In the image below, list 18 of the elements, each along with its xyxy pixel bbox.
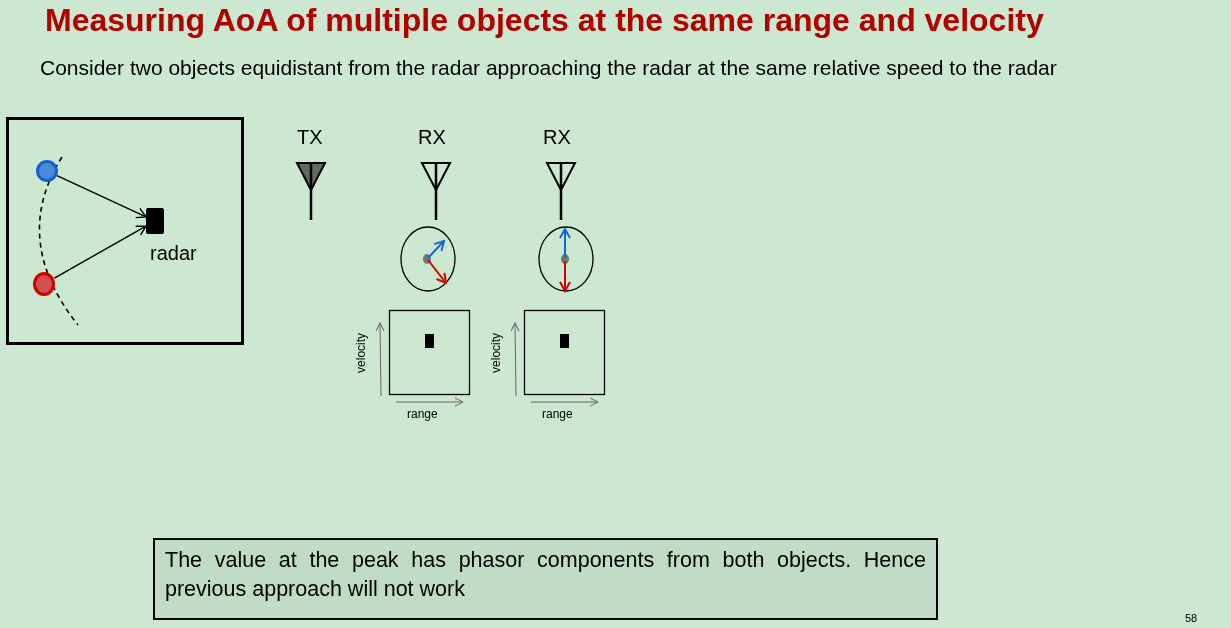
subtitle-text: Consider two objects equidistant from the radar approaching the radar at the same relative speed to the radar — [40, 56, 1057, 81]
axis-label: velocity — [490, 332, 504, 373]
axis-label: range — [542, 408, 573, 422]
arrow — [53, 225, 147, 279]
object-circle — [36, 160, 58, 182]
radar-square — [146, 208, 164, 234]
note-text: The value at the peak has phasor components from both objects. Hence previous approach will not work — [165, 547, 926, 603]
antenna-label: RX — [543, 126, 571, 149]
slide-title: Measuring AoA of multiple objects at the same range and velocity — [45, 2, 1044, 39]
axis-label: range — [407, 408, 438, 422]
object-circle — [33, 272, 55, 296]
antenna-label: TX — [297, 126, 323, 149]
antenna-label: RX — [418, 126, 446, 149]
arrow — [56, 174, 147, 219]
page-number: 58 — [1185, 612, 1198, 625]
radar-label: radar — [150, 242, 197, 265]
note-box — [153, 538, 938, 620]
axis-label: velocity — [355, 332, 369, 373]
